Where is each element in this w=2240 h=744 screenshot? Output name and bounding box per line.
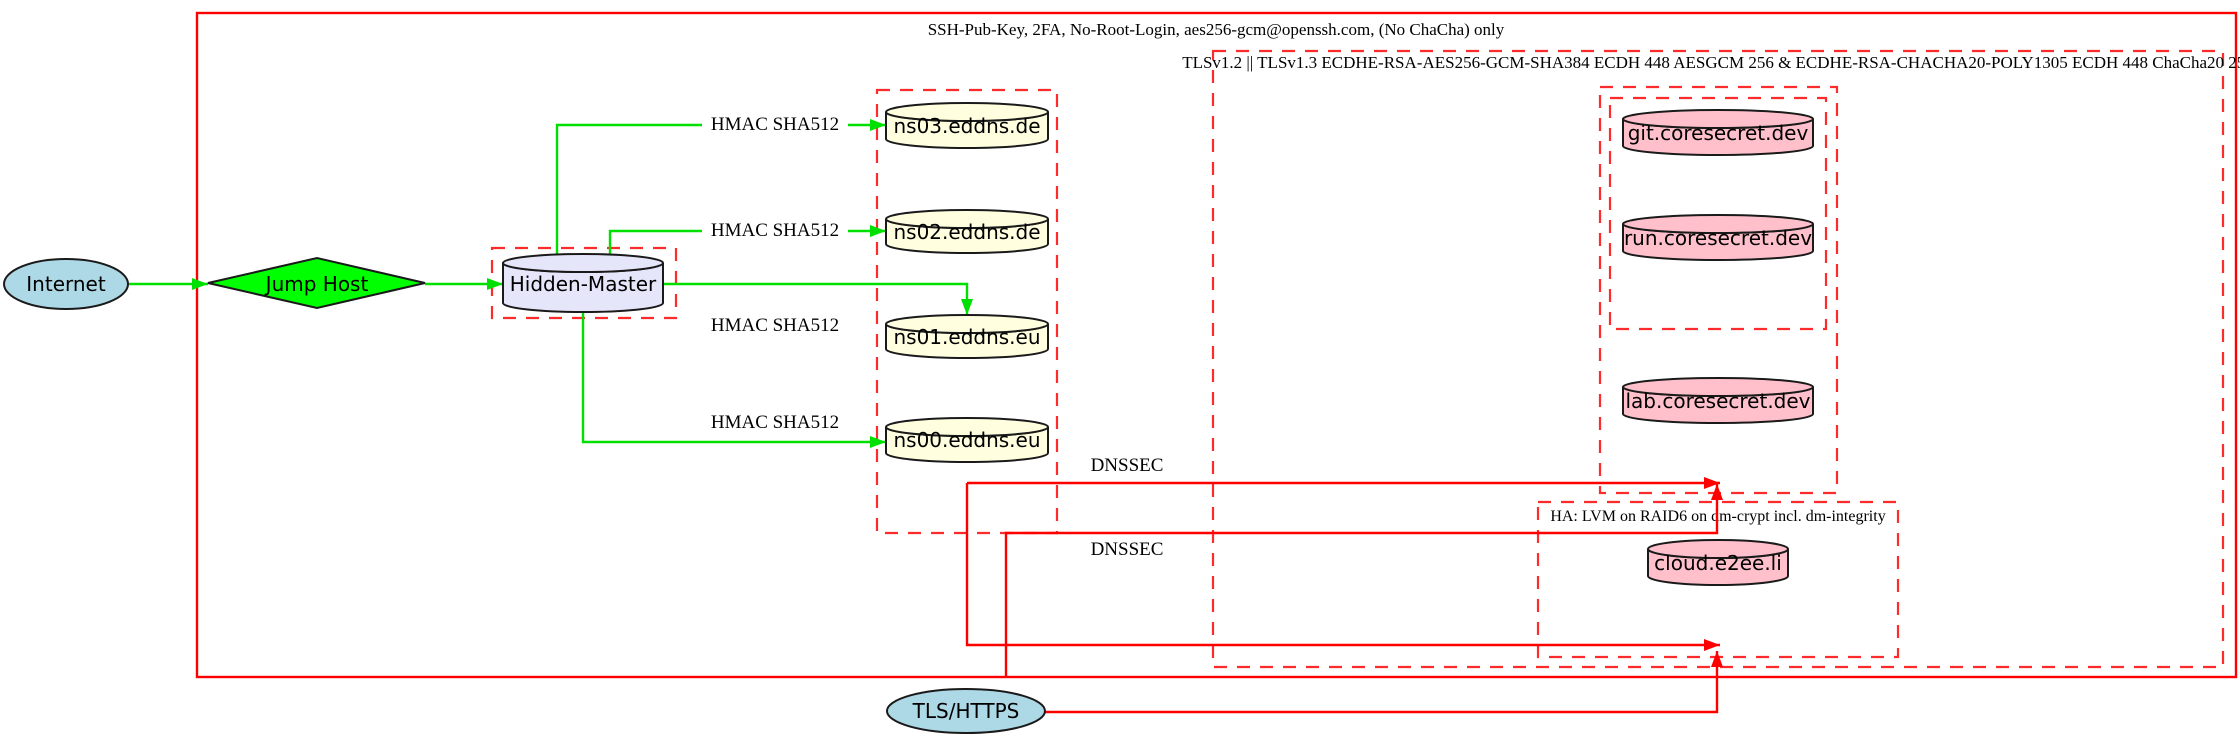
edge-label-hmac-3: HMAC SHA512 bbox=[711, 315, 839, 336]
node-jump-host-label: Jump Host bbox=[264, 272, 369, 296]
edge-label-hmac-4: HMAC SHA512 bbox=[711, 412, 839, 433]
node-git: git.coresecret.dev bbox=[1622, 109, 1814, 156]
node-run: run.coresecret.dev bbox=[1622, 214, 1814, 261]
edge-tls-ha bbox=[1044, 651, 1723, 714]
ssh-boundary-label: SSH-Pub-Key, 2FA, No-Root-Login, aes256-… bbox=[928, 20, 1505, 39]
node-internet-label: Internet bbox=[26, 272, 106, 296]
node-tls-https-label: TLS/HTTPS bbox=[912, 699, 1020, 723]
git-run-inner-box bbox=[1608, 96, 1828, 331]
node-ns00: ns00.eddns.eu bbox=[885, 417, 1049, 463]
tls-boundary-box bbox=[1211, 49, 2225, 669]
edge-label-hmac-1: HMAC SHA512 bbox=[711, 114, 839, 135]
edge-hiddenmaster-ns01 bbox=[663, 282, 973, 315]
node-hidden-master: Hidden-Master bbox=[502, 253, 664, 313]
node-internet: Internet bbox=[3, 258, 129, 310]
node-ns02-label: ns02.eddns.de bbox=[893, 220, 1040, 244]
edge-dnssec-ha bbox=[965, 483, 1720, 651]
node-ns02: ns02.eddns.de bbox=[885, 209, 1049, 254]
node-cloud: cloud.e2ee.li bbox=[1647, 539, 1789, 586]
edge-hiddenmaster-ns00 bbox=[581, 312, 886, 448]
node-ns00-label: ns00.eddns.eu bbox=[893, 428, 1040, 452]
node-ns01-label: ns01.eddns.eu bbox=[893, 325, 1040, 349]
node-hidden-master-label: Hidden-Master bbox=[510, 272, 657, 296]
tls-boundary-label: TLSv1.2 || TLSv1.3 ECDHE-RSA-AES256-GCM-… bbox=[1182, 53, 2240, 72]
node-lab-label: lab.coresecret.dev bbox=[1625, 389, 1810, 413]
edge-label-dnssec-1: DNSSEC bbox=[1091, 455, 1164, 476]
node-git-label: git.coresecret.dev bbox=[1628, 121, 1809, 145]
node-run-label: run.coresecret.dev bbox=[1624, 226, 1812, 250]
hmac-label-2-bg bbox=[702, 219, 848, 240]
node-jump-host: Jump Host bbox=[207, 256, 426, 310]
node-cloud-label: cloud.e2ee.li bbox=[1654, 551, 1782, 575]
node-ns03-label: ns03.eddns.de bbox=[893, 114, 1040, 138]
node-lab: lab.coresecret.dev bbox=[1622, 377, 1814, 424]
node-ns01: ns01.eddns.eu bbox=[885, 314, 1049, 359]
ssh-boundary-box bbox=[195, 11, 2238, 679]
node-ns03: ns03.eddns.de bbox=[885, 102, 1049, 149]
edge-label-dnssec-2: DNSSEC bbox=[1091, 539, 1164, 560]
hmac-label-1-bg bbox=[702, 113, 848, 134]
edge-label-hmac-2: HMAC SHA512 bbox=[711, 220, 839, 241]
edge-tls-coresecret bbox=[1004, 484, 1723, 677]
node-tls-https: TLS/HTTPS bbox=[886, 688, 1046, 734]
